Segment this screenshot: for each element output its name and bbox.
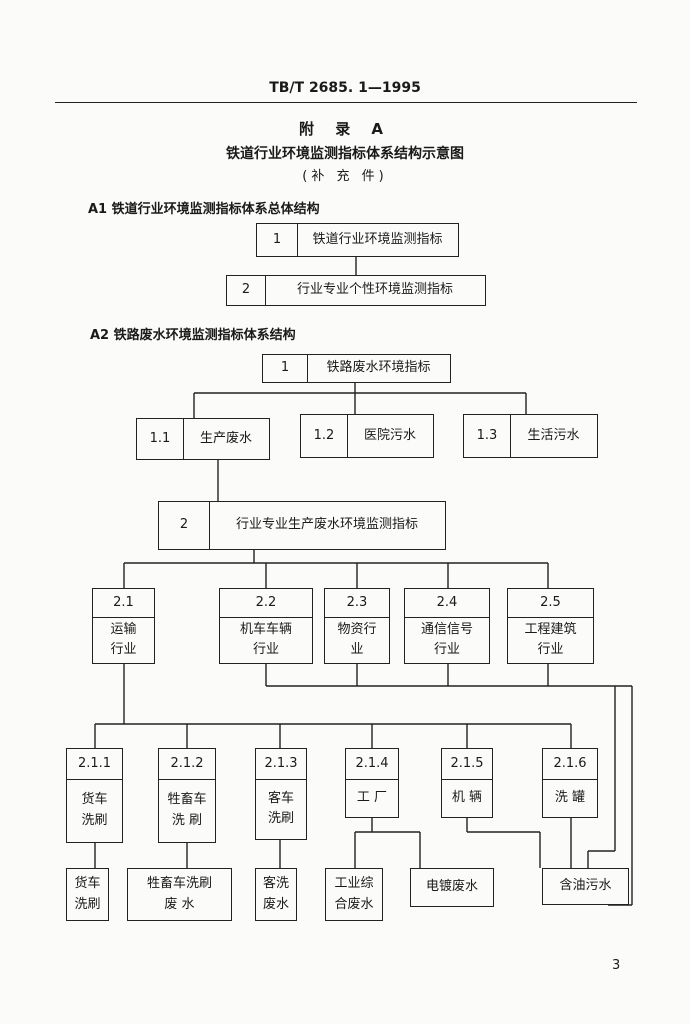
level4-2-1-3-num: 2.1.3 [256, 749, 306, 780]
level1-box-1-1: 1.1 生产废水 [136, 418, 270, 460]
level1-1-3-label: 生活污水 [527, 427, 580, 443]
a1-box-2-label: 行业专业个性环境监测指标 [296, 282, 453, 298]
root-box-label: 铁路废水环境指标 [326, 360, 431, 376]
level4-2-1-6-label: 洗 罐 [554, 789, 586, 805]
level4-2-1-4-label: 工 厂 [356, 789, 388, 805]
level3-box-2-2: 2.2 机车车辆行业 [219, 588, 313, 664]
section-a2-heading: A2 铁路废水环境监测指标体系结构 [90, 328, 296, 343]
level4-box-2-1-6: 2.1.6 洗 罐 [542, 748, 598, 818]
a1-box-1-label: 铁道行业环境监测指标 [312, 231, 443, 247]
level1-1-1-label: 生产废水 [199, 430, 252, 446]
level1-1-3-num: 1.3 [464, 415, 511, 457]
level2-box: 2 行业专业生产废水环境监测指标 [158, 501, 446, 550]
level3-2-1-num: 2.1 [93, 589, 154, 618]
level3-2-4-label: 通信信号行业 [421, 621, 474, 657]
level1-1-1-num: 1.1 [137, 419, 184, 459]
level1-1-2-label: 医院污水 [363, 427, 416, 443]
section-a1-heading: A1 铁道行业环境监测指标体系总体结构 [88, 202, 320, 217]
level4-2-1-1-num: 2.1.1 [67, 749, 122, 780]
leaf-box-2: 牲畜车洗刷 废 水 [127, 868, 232, 921]
level3-box-2-3: 2.3 物资行业 [324, 588, 390, 664]
level4-2-1-2-label: 牲畜车洗 刷 [167, 792, 207, 828]
document-title: 铁道行业环境监测指标体系结构示意图 [226, 146, 464, 162]
level3-2-1-label: 运输行业 [110, 621, 137, 657]
level3-2-4-num: 2.4 [405, 589, 489, 618]
page-number: 3 [612, 958, 621, 973]
standard-code: TB/T 2685. 1—1995 [269, 80, 421, 96]
a1-box-2-num: 2 [227, 276, 266, 305]
level3-2-2-num: 2.2 [220, 589, 312, 618]
appendix-label: 附 录 A [298, 120, 392, 138]
level1-box-1-2: 1.2 医院污水 [300, 414, 434, 458]
level4-2-1-1-label: 货车洗刷 [81, 792, 108, 828]
level1-1-2-num: 1.2 [301, 415, 348, 457]
level3-2-5-label: 工程建筑行业 [524, 621, 577, 657]
level3-box-2-1: 2.1 运输行业 [92, 588, 155, 664]
header-rule [55, 102, 637, 103]
level4-2-1-4-num: 2.1.4 [346, 749, 398, 780]
level4-2-1-5-label: 机 辆 [451, 789, 483, 805]
a1-box-2: 2 行业专业个性环境监测指标 [226, 275, 486, 306]
level4-2-1-3-label: 客车洗刷 [267, 790, 294, 826]
level4-2-1-6-num: 2.1.6 [543, 749, 597, 780]
leaf-box-5: 电镀废水 [410, 868, 494, 907]
leaf-box-1: 货车洗刷 [66, 868, 109, 921]
level2-box-num: 2 [159, 502, 210, 549]
a1-box-1-num: 1 [257, 224, 298, 256]
level1-box-1-3: 1.3 生活污水 [463, 414, 598, 458]
root-box: 1 铁路废水环境指标 [262, 354, 451, 383]
level4-box-2-1-2: 2.1.2 牲畜车洗 刷 [158, 748, 216, 843]
level4-box-2-1-3: 2.1.3 客车洗刷 [255, 748, 307, 840]
a1-box-1: 1 铁道行业环境监测指标 [256, 223, 459, 257]
level4-box-2-1-1: 2.1.1 货车洗刷 [66, 748, 123, 843]
leaf-box-6: 含油污水 [542, 868, 629, 905]
leaf-box-4: 工业综合废水 [325, 868, 383, 921]
level4-2-1-2-num: 2.1.2 [159, 749, 215, 780]
level3-2-3-label: 物资行业 [337, 621, 377, 657]
level3-2-5-num: 2.5 [508, 589, 593, 618]
level3-box-2-5: 2.5 工程建筑行业 [507, 588, 594, 664]
leaf-box-3: 客洗废水 [255, 868, 297, 921]
level3-2-3-num: 2.3 [325, 589, 389, 618]
level4-2-1-5-num: 2.1.5 [442, 749, 492, 780]
level3-2-2-label: 机车车辆行业 [240, 621, 293, 657]
level4-box-2-1-4: 2.1.4 工 厂 [345, 748, 399, 818]
level4-box-2-1-5: 2.1.5 机 辆 [441, 748, 493, 818]
document-subtitle: (补 充 件) [302, 169, 388, 184]
level2-box-label: 行业专业生产废水环境监测指标 [235, 517, 418, 533]
level3-box-2-4: 2.4 通信信号行业 [404, 588, 490, 664]
root-box-num: 1 [263, 355, 308, 382]
